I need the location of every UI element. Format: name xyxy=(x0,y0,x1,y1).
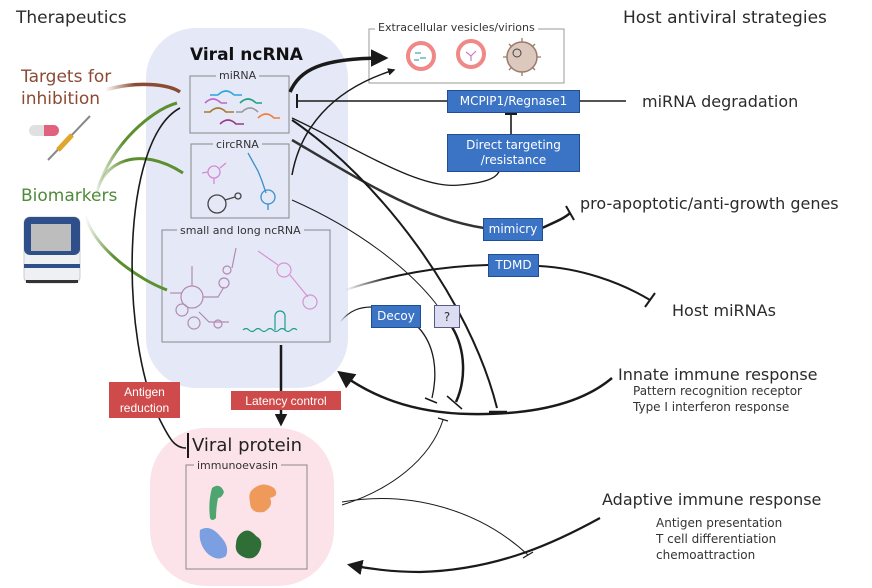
circrna-to-q-curve xyxy=(291,199,438,306)
therapeutics-heading: Therapeutics xyxy=(16,8,127,28)
mirna-glyphs xyxy=(204,90,280,125)
innate-item: Pattern recognition receptor xyxy=(633,384,802,398)
biomarker-connector-3 xyxy=(83,214,168,292)
tdmd-box: TDMD xyxy=(488,254,539,277)
protein-adaptive-bar xyxy=(522,551,534,559)
pill-icon xyxy=(29,125,59,136)
mirna-to-innate-curve xyxy=(291,119,498,409)
mirna-box-title: miRNA xyxy=(216,69,260,82)
adaptive-item: chemoattraction xyxy=(656,548,756,562)
q-inhibit-bar xyxy=(446,395,463,410)
antigen-line-2: reduction xyxy=(119,401,170,415)
protein-innate-bar xyxy=(437,417,449,422)
direct-targeting-box: Direct targeting /resistance xyxy=(447,134,580,172)
tdmd-path-right xyxy=(538,265,651,301)
mimicry-box: mimicry xyxy=(483,218,543,241)
decoy-to-innate xyxy=(417,326,436,399)
ev-glyphs xyxy=(406,38,541,76)
decoy-box: Decoy xyxy=(371,305,421,328)
adaptive-to-protein-arrow xyxy=(346,517,601,575)
antigen-line-1: Antigen xyxy=(124,385,165,399)
circrna-glyphs xyxy=(201,152,276,214)
biomarker-connector-2 xyxy=(93,157,184,201)
protein-glyphs xyxy=(199,484,277,559)
targets-connector xyxy=(104,82,182,94)
adaptive-item: T cell differentiation xyxy=(656,532,777,546)
direct-targeting-line-1: Direct targeting xyxy=(466,138,561,152)
decoy-inhibit-bar xyxy=(424,397,438,404)
ncrna-glyphs xyxy=(170,247,318,333)
adaptive-immune-items: Antigen presentation T cell differentiat… xyxy=(656,515,782,563)
pro-apoptotic-label: pro-apoptotic/anti-growth genes xyxy=(580,194,839,213)
mimicry-path xyxy=(291,138,485,230)
targets-for-inhibition-label: Targets for inhibition xyxy=(21,66,111,110)
host-mirnas-label: Host miRNAs xyxy=(672,301,776,320)
unknown-mechanism-box: ? xyxy=(434,305,460,328)
mirna-to-ev-arrow xyxy=(288,49,389,93)
viral-ncrna-title: Viral ncRNA xyxy=(190,45,303,65)
direct-targeting-curve xyxy=(291,117,501,187)
host-strategies-heading: Host antiviral strategies xyxy=(623,8,827,28)
adaptive-immune-title: Adaptive immune response xyxy=(602,490,822,509)
direct-targeting-line-2: /resistance xyxy=(480,153,547,167)
mcpip1-regnase1-box: MCPIP1/Regnase1 xyxy=(447,90,580,113)
syringe-icon xyxy=(47,115,91,161)
mirna-degradation-label: miRNA degradation xyxy=(642,92,799,111)
sequencer-icon xyxy=(23,216,81,284)
innate-immune-title: Innate immune response xyxy=(618,365,818,384)
ncrna-box-title: small and long ncRNA xyxy=(177,224,304,237)
tdmd-path-left xyxy=(344,264,489,291)
antigen-reduction-curve xyxy=(131,107,187,449)
immunoevasin-box-title: immunoevasin xyxy=(194,459,281,472)
protein-to-adaptive xyxy=(341,498,529,556)
antigen-reduction-label: Antigen reduction xyxy=(109,382,180,418)
protein-to-innate xyxy=(341,419,444,506)
mimicry-to-genes xyxy=(541,212,571,230)
biomarkers-label: Biomarkers xyxy=(21,186,118,206)
ev-box-title: Extracellular vesicles/virions xyxy=(375,21,538,34)
viral-ncrna-region xyxy=(146,28,348,388)
innate-item: Type I interferon response xyxy=(633,400,790,414)
circrna-to-ev-arrow xyxy=(291,68,396,176)
targets-line-1: Targets for xyxy=(21,67,112,87)
ncrna-to-decoy xyxy=(339,306,373,323)
viral-protein-title: Viral protein xyxy=(192,435,303,456)
latency-control-label: Latency control xyxy=(231,391,341,410)
innate-curve xyxy=(337,370,613,416)
circrna-box-title: circRNA xyxy=(213,138,262,151)
innate-immune-items: Pattern recognition receptor Type I inte… xyxy=(633,383,802,415)
targets-line-2: inhibition xyxy=(21,89,101,109)
q-to-innate xyxy=(450,326,465,403)
mimicry-inhibit-bar xyxy=(565,205,575,221)
tdmd-inhibit-bar xyxy=(644,292,656,308)
adaptive-item: Antigen presentation xyxy=(656,516,783,530)
